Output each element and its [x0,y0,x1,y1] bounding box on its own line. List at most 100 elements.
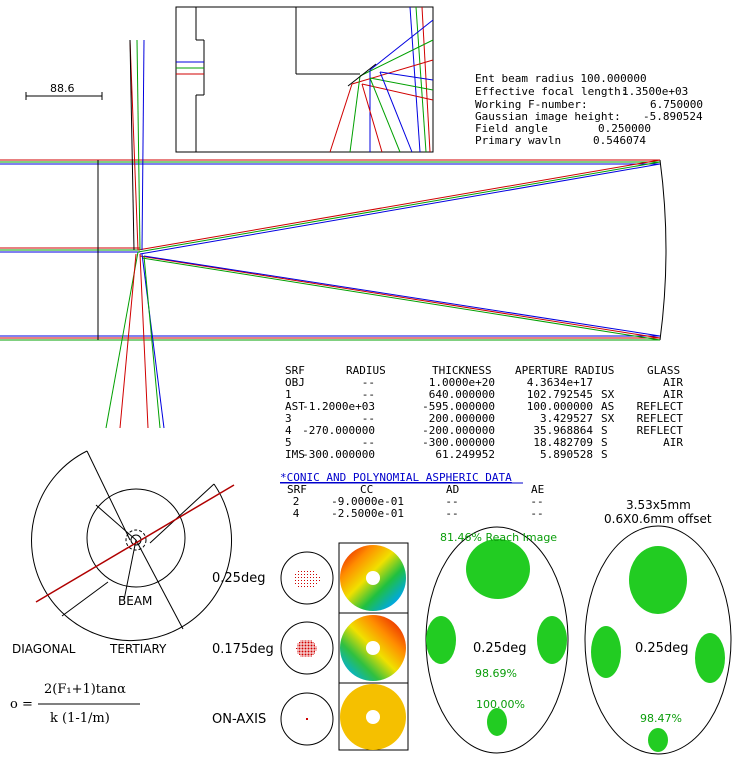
offset-label: 0.6X0.6mm offset [604,512,712,526]
spot-point [303,642,305,643]
spot-point [302,645,303,646]
table-cell: REFLECT [637,412,684,425]
spot-point [308,649,309,651]
table-cell: AS [601,400,614,413]
spot-point [299,646,300,648]
table-cell: -300.000000 [422,436,495,449]
spot-point [305,643,306,645]
col-header: SRF [287,483,307,496]
spot-point [312,652,314,654]
spot-point [304,571,305,572]
spot-point [313,571,314,572]
field-label-1: 0.175deg [212,642,274,657]
spot-point [316,577,317,578]
conic-table: *CONIC AND POLYNOMIAL ASPHERIC DATA SRF … [280,471,544,520]
zoom-inset [175,6,434,153]
spot-point [300,652,302,654]
spot-blob [426,616,456,664]
scale-bar-label: 88.6 [50,82,75,95]
spot-point [310,586,311,587]
primary-mirror [659,159,667,341]
col-header: CC [360,483,373,496]
spot-point [319,577,320,578]
spot-point [311,645,312,646]
spot-point [305,652,306,654]
spot-point [311,649,312,651]
spot-point [307,574,308,575]
mirror-layout-sketch [31,450,235,641]
spot-point [302,649,303,651]
table-cell: 640.000000 [429,388,495,401]
spot-point [305,649,306,651]
spot-point [314,652,315,654]
spot-point [316,583,317,584]
spot-point [308,642,309,643]
spot-point [310,574,311,575]
spot-point [310,580,311,581]
spot-point [306,645,308,646]
spot-point [303,648,305,649]
spot-point [304,577,305,578]
spot-point [306,646,308,648]
spot-point [304,586,305,587]
spot-point [314,648,315,649]
spot-point [302,643,303,645]
spot-point [302,654,303,655]
diagonal-label: DIAGONAL [12,642,76,656]
spot-point [303,646,305,648]
spot-point [308,640,309,642]
spot-point [301,574,302,575]
ellipse-left-field: 0.25deg [473,641,526,656]
table-cell: 102.792545 [527,388,593,401]
spot-point [314,645,315,646]
spot-point [306,652,308,654]
spot-point [311,640,312,642]
table-cell: 1 [285,388,292,401]
param-label: Gaussian image height: [475,110,621,123]
spot-point [300,649,302,651]
table-cell: -- [445,507,458,520]
spot-point [295,574,296,575]
table-cell: -- [530,495,543,508]
spot-point [302,651,303,652]
spot-point [305,655,306,657]
param-label: Field angle [475,122,548,135]
spot-point [312,649,314,651]
table-cell: -9.0000e-01 [331,495,404,508]
spot-point [300,655,302,657]
spot-blob [537,616,567,664]
spot-point [297,652,299,654]
spot-point [301,577,302,578]
spot-point [312,643,314,645]
spot-point [299,649,300,651]
spot-point [306,649,308,651]
spot-point [300,654,302,655]
table-cell: 4 [293,507,300,520]
converging-rays [137,159,661,341]
table-cell: -270.000000 [302,424,375,437]
spot-point [295,583,296,584]
spot-point [309,645,311,646]
ellipse-right-bottom-pct: 98.47% [640,712,682,725]
col-header: THICKNESS [432,364,492,377]
spot-point [308,646,309,648]
spot-point [312,648,314,649]
spot-point [298,574,299,575]
spot-point [299,652,300,654]
beam-label: BEAM [118,594,152,608]
spot-point [305,654,306,655]
conic-title: *CONIC AND POLYNOMIAL ASPHERIC DATA [280,471,512,484]
spot-point [311,642,312,643]
spot-point [315,646,317,648]
spot-point [305,642,306,643]
svg-text:o =: o = [10,697,33,712]
spot-blob [591,626,621,678]
spot-point [308,645,309,646]
ellipse-right-field: 0.25deg [635,641,688,656]
col-header: RADIUS [346,364,386,377]
param-value: 1.3500e+03 [622,85,688,98]
spot-point [314,643,315,645]
param-value: 0.250000 [598,122,651,135]
spot-point [303,645,305,646]
